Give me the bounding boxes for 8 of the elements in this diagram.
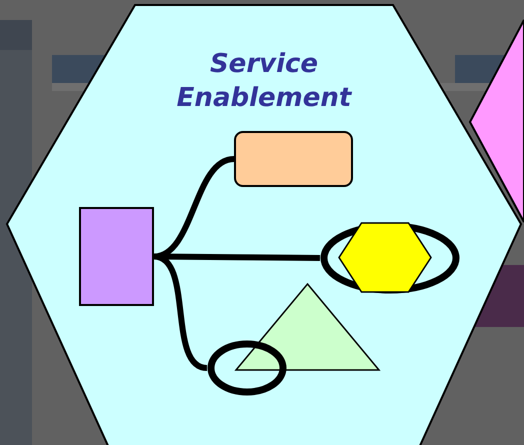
hexagon-shape bbox=[338, 222, 432, 293]
box-shape bbox=[79, 207, 154, 306]
panel-title: Service Enablement bbox=[176, 48, 353, 115]
ellipse-outline bbox=[207, 340, 287, 396]
triangle-shape bbox=[235, 283, 380, 371]
connector-line bbox=[154, 254, 320, 261]
box-shape bbox=[234, 131, 353, 187]
ellipse-outline bbox=[320, 222, 460, 294]
